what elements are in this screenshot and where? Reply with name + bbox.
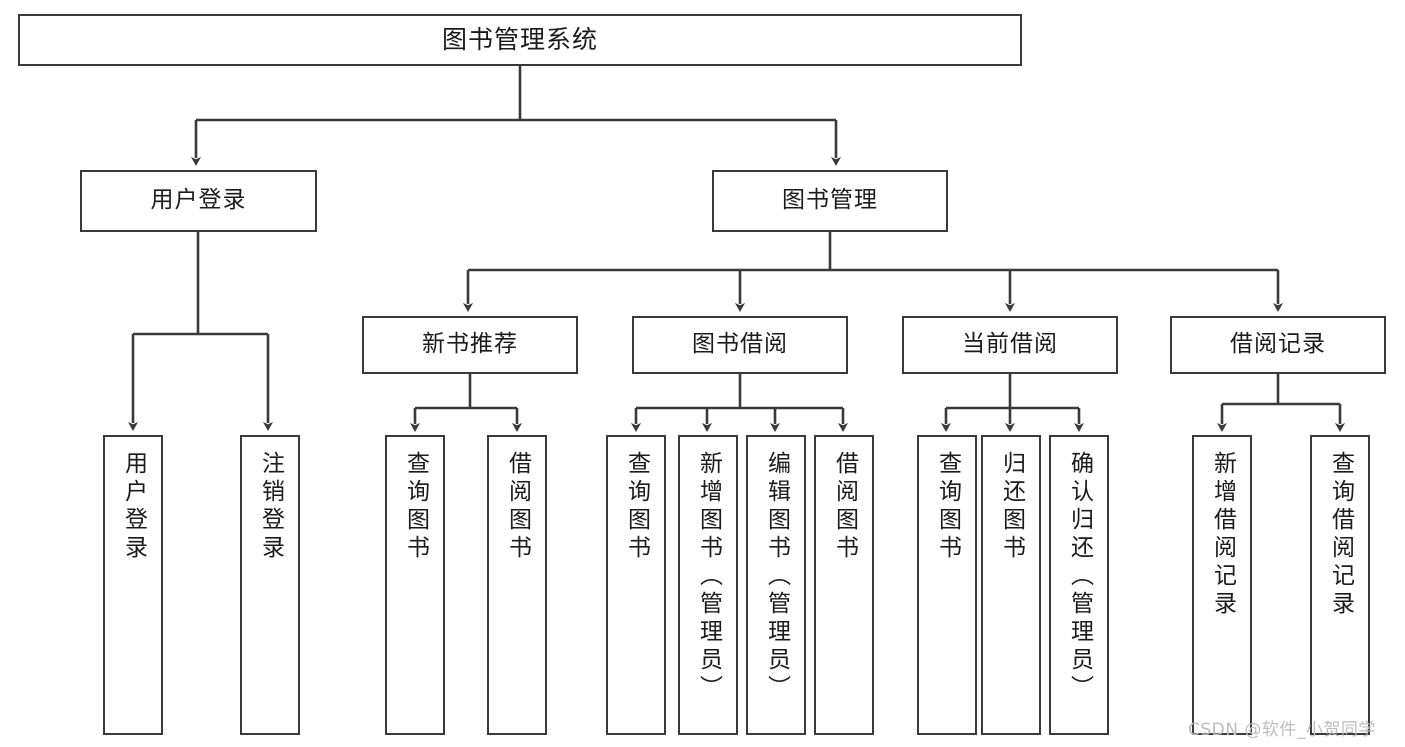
node-new-book-recommend[interactable]: 新书推荐 — [362, 316, 578, 374]
leaf-label: 归还图书 — [998, 451, 1025, 563]
leaf-label: 查询借阅记录 — [1327, 451, 1354, 619]
leaf-label: 查询图书 — [623, 451, 650, 563]
leaf-current-return-book[interactable]: 归还图书 — [981, 435, 1041, 735]
leaf-current-confirm-return-admin[interactable]: 确认归还（管理员） — [1049, 435, 1109, 735]
leaf-label: 借阅图书 — [831, 451, 858, 563]
node-user-login[interactable]: 用户登录 — [80, 170, 317, 232]
leaf-label: 注销登录 — [257, 451, 284, 563]
leaf-recommend-query-book[interactable]: 查询图书 — [385, 435, 445, 735]
leaf-label: 确认归还（管理员） — [1066, 451, 1093, 703]
leaf-borrow-edit-book-admin[interactable]: 编辑图书（管理员） — [746, 435, 806, 735]
node-book-management[interactable]: 图书管理 — [712, 170, 948, 232]
leaf-label: 用户登录 — [120, 451, 147, 563]
leaf-label: 查询图书 — [402, 451, 429, 563]
leaf-borrow-query-book[interactable]: 查询图书 — [606, 435, 666, 735]
csdn-watermark: CSDN @软件_小贺同学 — [1188, 720, 1376, 740]
node-root-system[interactable]: 图书管理系统 — [18, 14, 1022, 66]
leaf-borrow-borrow-book[interactable]: 借阅图书 — [814, 435, 874, 735]
leaf-user-login-logout[interactable]: 注销登录 — [240, 435, 300, 735]
leaf-label: 查询图书 — [934, 451, 961, 563]
leaf-current-query-book[interactable]: 查询图书 — [917, 435, 977, 735]
leaf-label: 借阅图书 — [504, 451, 531, 563]
leaf-label: 新增图书（管理员） — [695, 451, 722, 703]
leaf-label: 新增借阅记录 — [1209, 451, 1236, 619]
leaf-recommend-borrow-book[interactable]: 借阅图书 — [487, 435, 547, 735]
leaf-label: 编辑图书（管理员） — [763, 451, 790, 703]
node-borrow-record[interactable]: 借阅记录 — [1170, 316, 1386, 374]
node-book-borrow[interactable]: 图书借阅 — [632, 316, 848, 374]
leaf-user-login-login[interactable]: 用户登录 — [103, 435, 163, 735]
leaf-borrow-add-book-admin[interactable]: 新增图书（管理员） — [678, 435, 738, 735]
node-current-borrow[interactable]: 当前借阅 — [902, 316, 1118, 374]
leaf-record-query-record[interactable]: 查询借阅记录 — [1310, 435, 1370, 735]
leaf-record-add-record[interactable]: 新增借阅记录 — [1192, 435, 1252, 735]
